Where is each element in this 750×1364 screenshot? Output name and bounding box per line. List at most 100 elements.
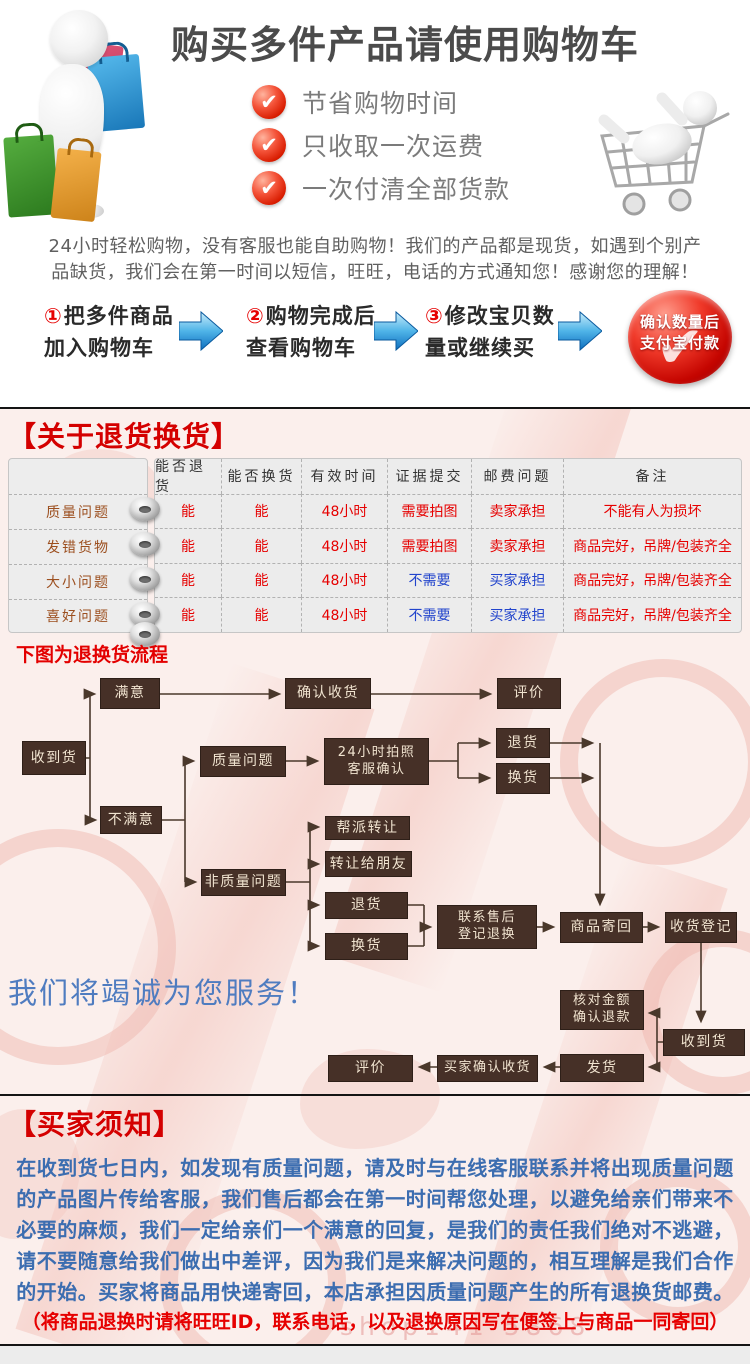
row-label: 发错货物 — [9, 529, 147, 564]
table-cell: 需要拍图 — [387, 528, 471, 563]
benefit-label: 只收取一次运费 — [302, 132, 485, 161]
flow-box-confirm-receipt: 确认收货 — [285, 678, 371, 709]
banner-title: 购买多件产品请使用购物车 — [170, 23, 639, 67]
step-text: 把多件商品 — [63, 304, 174, 328]
flow-box-received-2: 收到货 — [663, 1029, 745, 1056]
flow-box-transfer-friend: 转让给朋友 — [325, 851, 412, 877]
buyer-notice-heading: 【买家须知】 — [8, 1108, 183, 1141]
flow-box-return-2: 退货 — [325, 892, 408, 919]
returns-policy-table: 质量问题 发错货物 大小问题 喜好问题 能否退货 能否换货 有效时间 证据提交 … — [8, 458, 742, 646]
table-cell: 能 — [221, 528, 301, 563]
table-cell: 48小时 — [301, 597, 387, 632]
right-arrow-icon — [179, 310, 223, 352]
flow-box-contact-aftersales: 联系售后 登记退换 — [437, 905, 537, 949]
flow-box-review: 评价 — [497, 678, 561, 709]
flow-box-ship-out: 发货 — [560, 1054, 644, 1082]
table-cell: 需要拍图 — [387, 493, 471, 528]
returns-heading: 【关于退货换货】 — [8, 420, 241, 453]
table-main-grid: 能否退货 能否换货 有效时间 证据提交 邮费问题 备注 能 能 48小时 需要拍… — [154, 458, 742, 633]
table-cell: 能 — [155, 562, 221, 598]
flow-box-exchange: 换货 — [496, 763, 550, 794]
table-cell: 不能有人为损坏 — [563, 493, 741, 528]
flowchart-arrows — [83, 688, 707, 1073]
column-header: 证据提交 — [387, 459, 471, 494]
table-cell: 48小时 — [301, 562, 387, 597]
table-cell: 商品完好，吊牌/包装齐全 — [563, 597, 741, 632]
flow-box-return: 退货 — [496, 728, 550, 758]
table-cell: 卖家承担 — [471, 528, 563, 563]
check-icon: ✔ — [252, 171, 286, 205]
figure-head-shape — [50, 10, 108, 68]
spiral-binding-ring — [130, 567, 160, 591]
flow-box-ship-back: 商品寄回 — [560, 912, 643, 943]
table-corner-cell — [9, 459, 147, 494]
step-text: 修改宝贝数 — [444, 304, 555, 328]
flow-box-buyer-confirm: 买家确认收货 — [437, 1055, 538, 1082]
table-cell: 48小时 — [301, 528, 387, 563]
table-cell: 商品完好，吊牌/包装齐全 — [563, 528, 741, 563]
pay-badge-text: 支付宝付款 — [639, 334, 720, 352]
step-number: ① — [44, 304, 63, 328]
table-label-column: 质量问题 发错货物 大小问题 喜好问题 — [8, 458, 148, 633]
right-arrow-icon — [558, 310, 602, 352]
table-cell: 能 — [221, 597, 301, 632]
flow-box-quality-issue: 质量问题 — [200, 746, 286, 777]
step-number: ② — [246, 304, 265, 328]
check-icon: ✔ — [252, 128, 286, 162]
table-cell: 能 — [155, 493, 221, 529]
row-label: 质量问题 — [9, 494, 147, 529]
benefit-item: ✔ 一次付清全部货款 — [252, 170, 510, 206]
table-cell: 买家承担 — [471, 597, 563, 632]
right-arrow-icon — [374, 310, 418, 352]
notice-text-line: 的产品图片传给客服，我们售后都会在第一时间帮您处理，以避免给亲们带来不 — [16, 1187, 734, 1211]
notice-red-note: （将商品退换时请将旺旺ID，联系电话，以及退换原因写在便签上与商品一同寄回） — [21, 1311, 729, 1333]
flowchart-caption: 下图为退换货流程 — [16, 644, 169, 666]
table-cell: 商品完好，吊牌/包装齐全 — [563, 562, 741, 597]
table-cell: 不需要 — [387, 562, 471, 597]
table-cell: 能 — [221, 493, 301, 528]
step-text: 查看购物车 — [246, 336, 356, 360]
bottom-strip — [0, 1346, 750, 1364]
spiral-binding-ring — [130, 622, 160, 646]
notice-text-line: 在收到货七日内，如发现有质量问题，请及时与在线客服联系并将出现质量问题 — [16, 1156, 734, 1180]
column-header: 备注 — [563, 459, 741, 494]
step-text: 加入购物车 — [44, 336, 154, 360]
cart-figure-illustration — [578, 86, 746, 226]
table-cell: 能 — [155, 528, 221, 563]
benefit-item: ✔ 节省购物时间 — [252, 84, 458, 120]
spiral-binding-ring — [130, 532, 160, 556]
benefit-label: 节省购物时间 — [302, 89, 459, 118]
table-cell: 买家承担 — [471, 562, 563, 597]
table-cell: 48小时 — [301, 493, 387, 528]
check-icon: ✔ — [252, 85, 286, 119]
service-slogan: 我们将竭诚为您服务！ — [8, 976, 319, 1010]
row-label: 大小问题 — [9, 564, 147, 599]
flow-box-unsatisfied: 不满意 — [100, 806, 162, 834]
section-divider — [0, 407, 750, 409]
column-header: 邮费问题 — [471, 459, 563, 494]
check-icon: ✔ — [655, 313, 705, 381]
intro-text-line: 24小时轻松购物，没有客服也能自助购物！我们的产品都是现货，如遇到个别产 — [48, 236, 702, 257]
column-header: 有效时间 — [301, 459, 387, 494]
step-text: 量或继续买 — [425, 336, 535, 360]
green-bag-shape — [3, 134, 59, 218]
benefit-label: 一次付清全部货款 — [302, 175, 511, 204]
notice-text-line: 请不要随意给我们做出中差评，因为我们是来解决问题的，相互理解是我们合作 — [16, 1249, 734, 1273]
table-cell: 能 — [155, 597, 221, 632]
benefit-item: ✔ 只收取一次运费 — [252, 127, 484, 163]
notice-text-line: 必要的麻烦，我们一定给亲们一个满意的回复，是我们的责任我们绝对不逃避， — [16, 1218, 734, 1242]
step-1: ①把多件商品 加入购物车 — [44, 300, 174, 364]
flow-box-receipt-register: 收货登记 — [665, 912, 737, 943]
alipay-confirm-badge: ✔ 确认数量后 支付宝付款 — [628, 290, 732, 384]
spiral-binding-ring — [130, 497, 160, 521]
column-header: 能否退货 — [155, 459, 206, 496]
shop-watermark: shop141 5868 — [340, 1312, 592, 1341]
section-divider — [0, 1094, 750, 1096]
shopper-figure-illustration — [3, 10, 156, 223]
flow-box-satisfied: 满意 — [100, 678, 160, 709]
flow-box-verify-refund: 核对金额 确认退款 — [560, 990, 644, 1030]
flow-box-guild-transfer: 帮派转让 — [325, 816, 410, 840]
step-2: ②购物完成后 查看购物车 — [246, 300, 376, 364]
flow-box-photo-confirm: 24小时拍照 客服确认 — [324, 738, 429, 785]
